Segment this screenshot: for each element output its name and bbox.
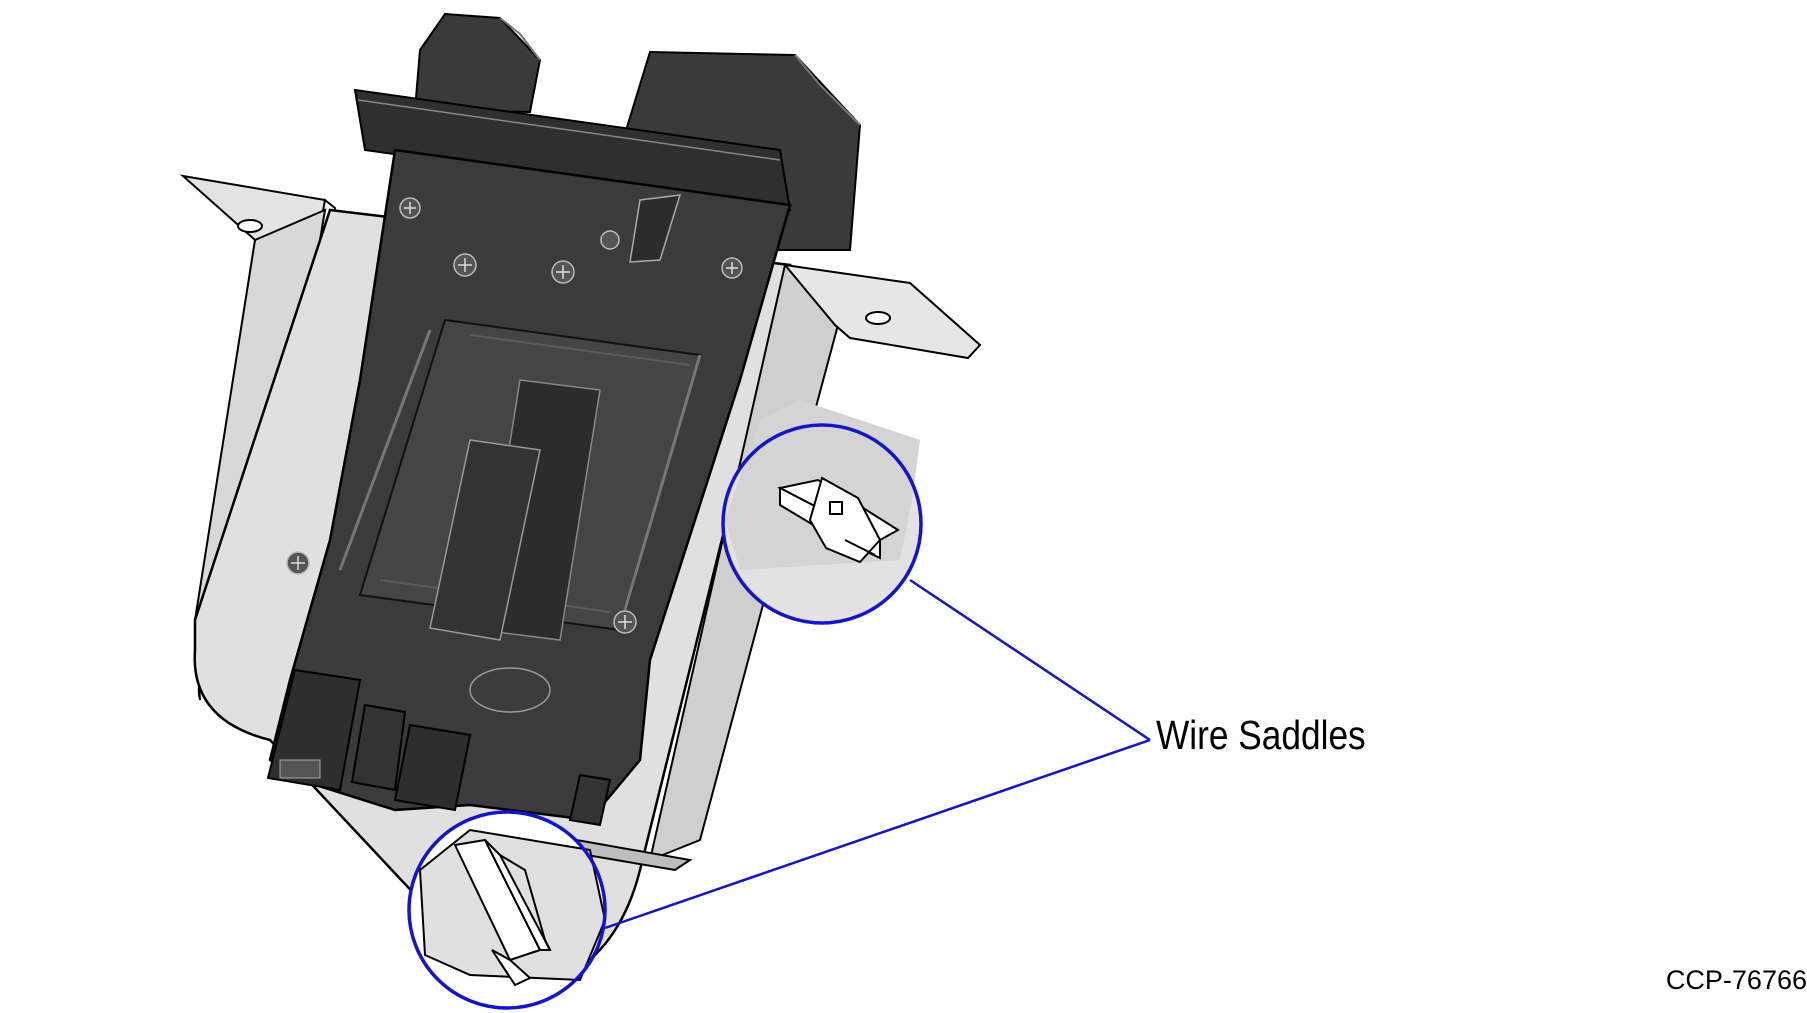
- callout-leader-lines: [604, 578, 1151, 930]
- top-rail: [353, 88, 792, 212]
- figure-id-label: CCP-76766: [1665, 965, 1807, 995]
- top-motor-left: [413, 12, 542, 114]
- bottom-connectors: [266, 668, 612, 827]
- wire-saddle-icon: [777, 476, 900, 564]
- wire-saddle-upper-callout: [721, 400, 923, 625]
- reader-body: [268, 148, 792, 822]
- wire-saddles-label: Wire Saddles: [1156, 712, 1366, 758]
- wire-saddle-lower-callout: [407, 810, 607, 1010]
- wire-saddle-icon: [453, 838, 552, 987]
